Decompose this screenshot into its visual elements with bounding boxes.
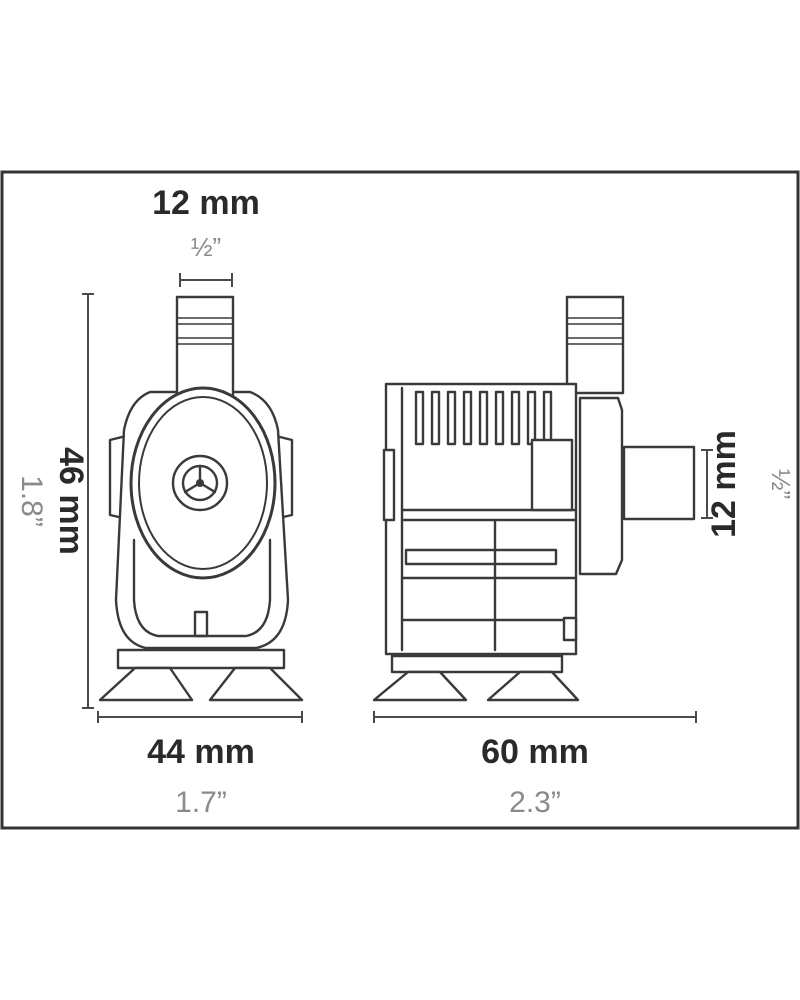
width-metric: 44 mm bbox=[147, 733, 255, 771]
outlet-diameter-metric: 12 mm bbox=[152, 184, 260, 222]
height-metric: 46 mm bbox=[52, 447, 90, 555]
height-imperial: 1.8” bbox=[15, 475, 48, 527]
width-imperial: 1.7” bbox=[175, 786, 227, 819]
outlet-diameter-imperial: ½” bbox=[191, 232, 221, 262]
pump-front-view bbox=[98, 295, 304, 702]
inlet-diameter-imperial: ½” bbox=[766, 469, 796, 499]
diagram-border bbox=[0, 170, 800, 830]
pump-side-view bbox=[372, 295, 696, 702]
inlet-diameter-metric: 12 mm bbox=[705, 430, 743, 538]
length-imperial: 2.3” bbox=[509, 786, 561, 819]
length-metric: 60 mm bbox=[481, 733, 589, 771]
dimension-lines bbox=[82, 273, 713, 723]
